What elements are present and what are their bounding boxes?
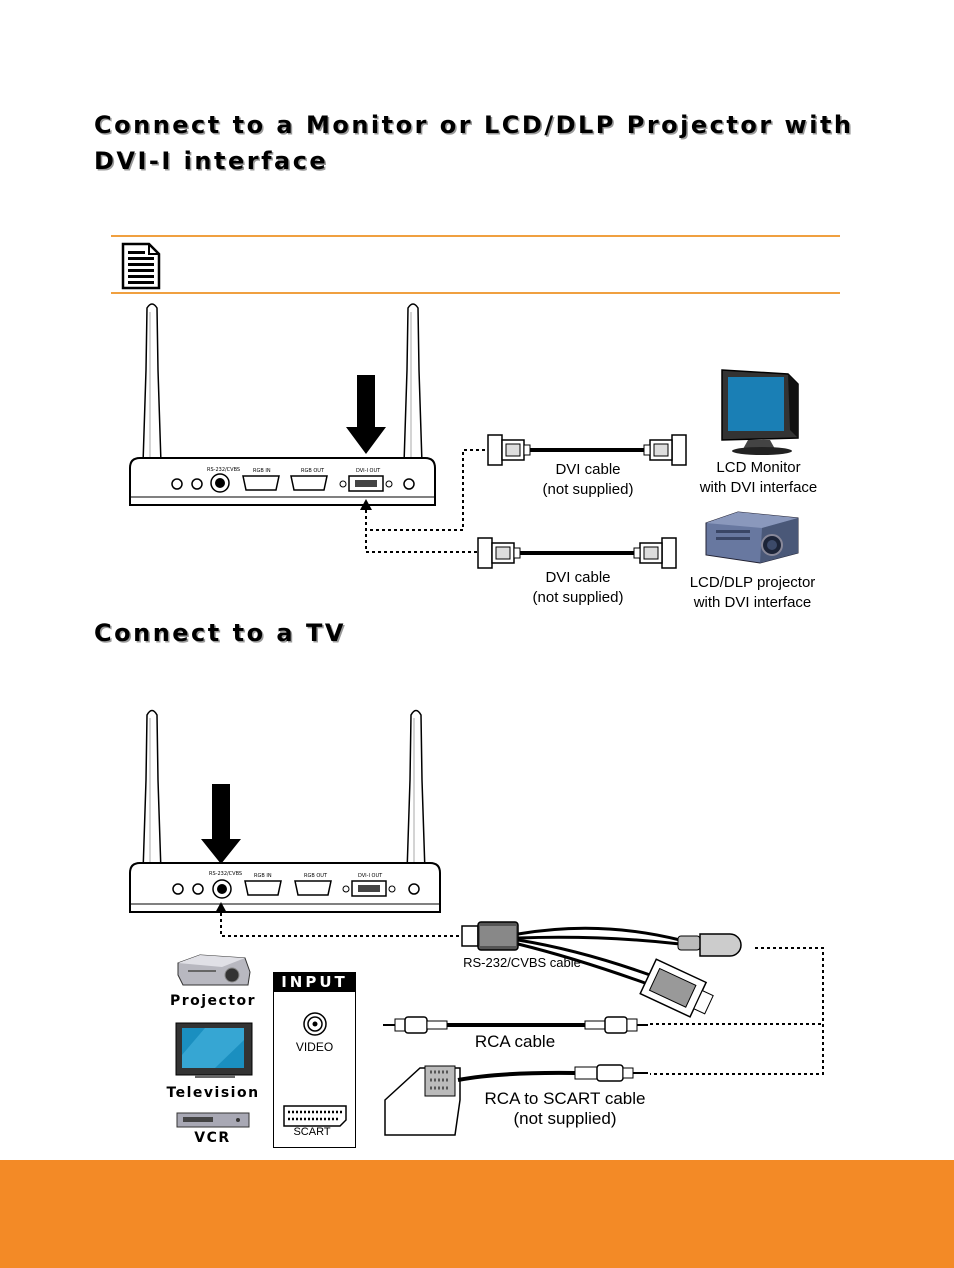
scart-input-label: SCART	[293, 1126, 331, 1138]
rs232-cvbs-cable-label: RS-232/CVBS cable	[463, 955, 581, 970]
television-icon	[175, 1022, 253, 1078]
cable-name: DVI cable	[555, 461, 621, 478]
port-label-rgb-out: RGB OUT	[304, 873, 328, 879]
port-indicator-arrow	[201, 784, 241, 864]
port-label-rs232: RS-232/CVBS	[209, 871, 243, 877]
projector-icon	[177, 954, 251, 986]
cable-note: (not supplied)	[532, 589, 624, 606]
dvi-connection-diagram	[129, 303, 799, 569]
dvi-cable-1-icon	[487, 434, 687, 466]
input-panel-ports	[283, 1012, 347, 1127]
cable-name: RCA to SCART cable	[484, 1089, 646, 1108]
rca-cable-label: RCA cable	[474, 1032, 556, 1051]
section-title-dvi: Connect to a Monitor or LCD/DLP Projecto…	[94, 111, 854, 175]
target-label-vcr: VCR	[194, 1130, 231, 1146]
note-top-rule	[111, 235, 840, 237]
tv-connection-diagram	[129, 709, 824, 1136]
port-label-rgb-in: RGB IN	[254, 873, 272, 879]
video-jack-icon	[303, 1012, 327, 1036]
dvi-cable-1-label: DVI cable (not supplied)	[538, 460, 638, 500]
port-label-dvi-out: DVI-I OUT	[358, 873, 383, 879]
rca-to-scart-cable-icon	[384, 1064, 648, 1136]
target-line2: with DVI interface	[699, 479, 818, 496]
tv-input-panel: INPUT	[273, 972, 356, 1148]
input-panel-header: INPUT	[274, 973, 355, 992]
footer-band	[0, 1160, 954, 1268]
port-indicator-arrow	[346, 375, 386, 454]
rs232-cvbs-cable-icon	[461, 921, 742, 1018]
target-label-projector: Projector	[169, 993, 257, 1009]
target-line2: with DVI interface	[693, 594, 812, 611]
dvi-cable-2-icon	[477, 537, 677, 569]
video-input-label: VIDEO	[295, 1040, 334, 1054]
port-label-rgb-in: RGB IN	[253, 468, 271, 474]
rca-cable-icon	[383, 1016, 648, 1034]
dlp-projector-icon	[705, 511, 799, 564]
note-bottom-rule	[111, 292, 840, 294]
port-label-rs232: RS-232/CVBS	[207, 467, 241, 473]
port-label-rgb-out: RGB OUT	[301, 468, 325, 474]
target-label-television: Television	[166, 1085, 260, 1101]
rca-to-scart-cable-label: RCA to SCART cable (not supplied)	[470, 1089, 660, 1129]
dvi-cable-2-label: DVI cable (not supplied)	[528, 568, 628, 608]
section-title-tv: Connect to a TV	[94, 619, 346, 647]
target-line1: LCD/DLP projector	[689, 574, 816, 591]
wireless-device-rear-panel	[129, 457, 436, 506]
cable-note: (not supplied)	[542, 481, 634, 498]
scart-socket-icon	[283, 1105, 347, 1127]
port-label-dvi-out: DVI-I OUT	[356, 468, 381, 474]
vcr-icon	[176, 1112, 250, 1128]
target-line1: LCD Monitor	[716, 459, 801, 476]
wireless-device-rear-panel	[129, 862, 441, 913]
lcd-monitor-icon	[721, 369, 799, 455]
document-note-icon	[121, 242, 161, 290]
cable-note: (not supplied)	[513, 1109, 617, 1128]
cable-name: DVI cable	[545, 569, 611, 586]
lcd-monitor-label: LCD Monitor with DVI interface	[686, 458, 831, 498]
dlp-projector-label: LCD/DLP projector with DVI interface	[675, 573, 830, 613]
